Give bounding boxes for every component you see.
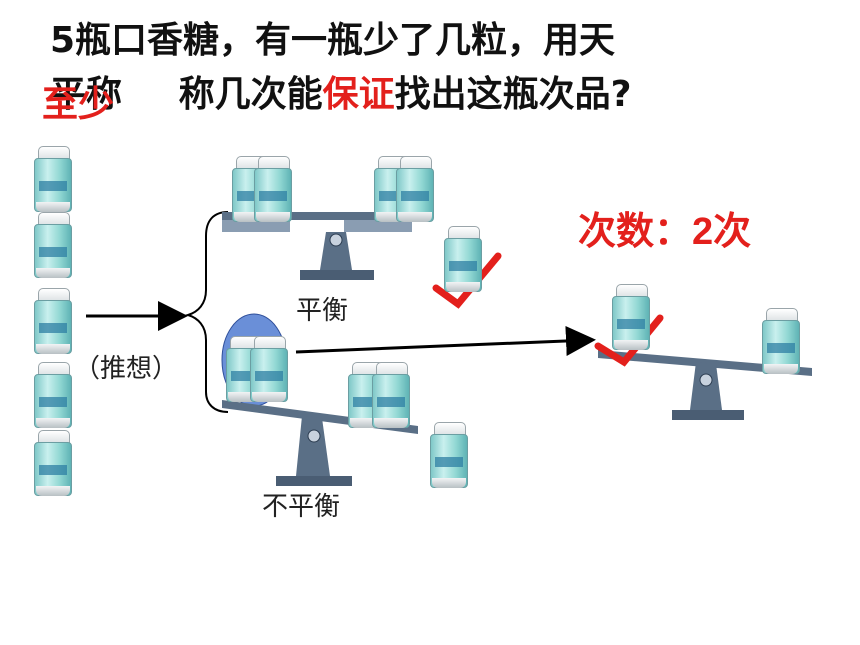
balanced-label: 平衡 (296, 296, 349, 326)
title-text-end: 找出这瓶次品? (394, 74, 632, 115)
title-overlap: 平称 至少 (42, 74, 135, 125)
scale-unbalanced (222, 400, 418, 486)
gum-bottle-right-left (612, 284, 650, 350)
gum-bottle-bottom-left-b (250, 336, 288, 402)
title-red-text-2: 保证 (322, 74, 395, 115)
question-title: 5瓶口香糖，有一瓶少了几粒，用天 平称 至少 称几次能保证找出这瓶次品? (42, 14, 810, 125)
gum-bottle-3 (34, 288, 72, 354)
checkmark-top (432, 252, 502, 309)
title-red-text-1: 至少 (42, 84, 115, 125)
guess-label: （推想） (74, 354, 179, 384)
gum-bottle-bottom-right-b (372, 362, 410, 428)
title-text-mid: 称几次能 (178, 74, 323, 115)
count-label: 次数： (578, 209, 693, 253)
gum-bottle-top-left-b (254, 156, 292, 222)
gum-bottle-top-right-b (396, 156, 434, 222)
scale-right (598, 350, 812, 420)
gum-bottle-spare-bottom (430, 422, 468, 488)
gum-bottle-2 (34, 212, 72, 278)
weighing-count: 次数：2次 (578, 200, 751, 255)
count-unit: 次 (713, 209, 752, 253)
title-line-2: 平称 至少 称几次能保证找出这瓶次品? (42, 68, 810, 125)
gum-bottle-1 (34, 146, 72, 212)
gum-bottle-5 (34, 430, 72, 496)
count-value: 2 (692, 211, 714, 253)
unbalanced-label: 不平衡 (262, 492, 341, 522)
gum-bottle-right-right (762, 308, 800, 374)
scale-balanced (222, 212, 412, 280)
title-text-under: 平称 (50, 74, 123, 115)
title-line-1: 5瓶口香糖，有一瓶少了几粒，用天 (50, 20, 616, 61)
gum-bottle-4 (34, 362, 72, 428)
arrow-to-right-scale (295, 325, 596, 356)
brace (184, 211, 229, 413)
gum-bottle-spare-top (444, 226, 482, 292)
